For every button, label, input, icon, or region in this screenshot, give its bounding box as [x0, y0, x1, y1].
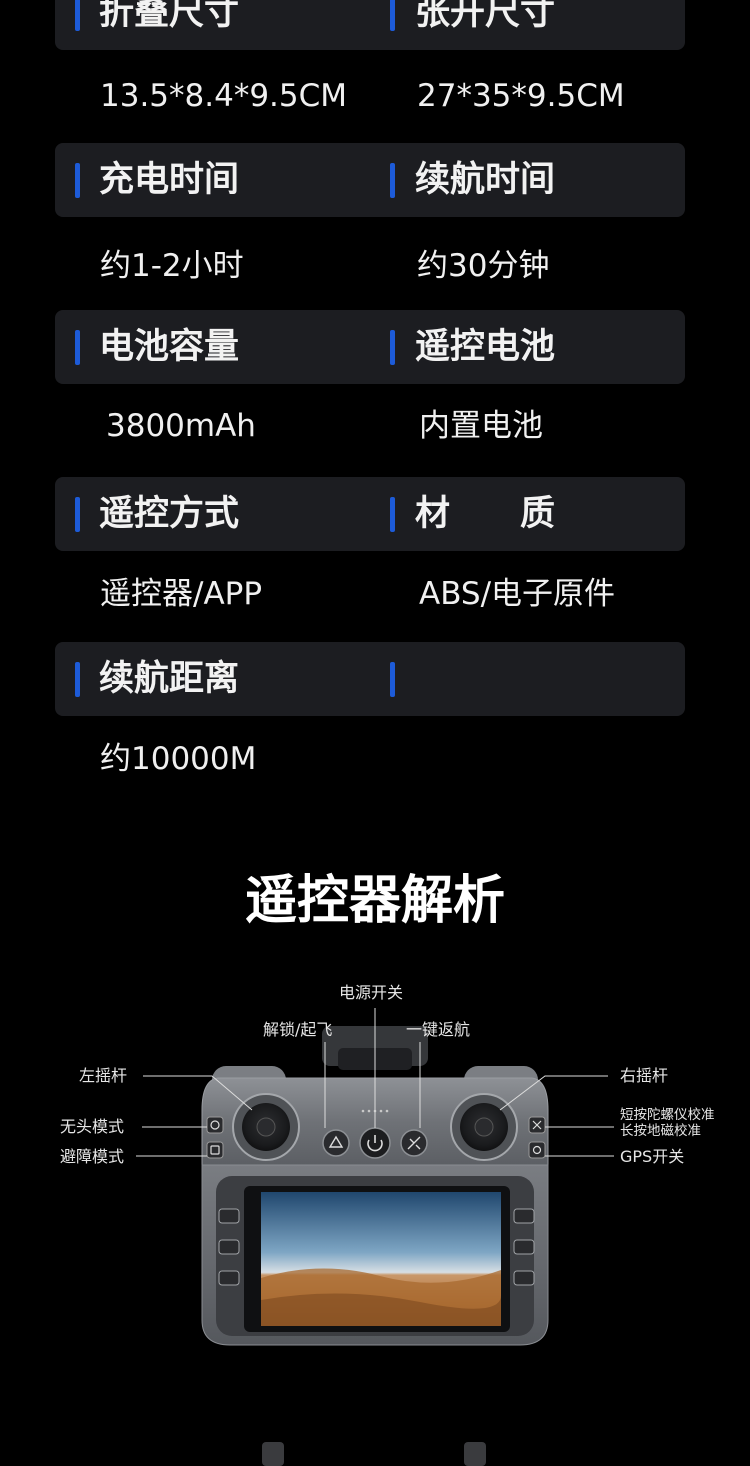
accent-bar: [390, 163, 395, 198]
callout-return-home: 一键返航: [406, 1020, 471, 1039]
spec-label: 遥控方式: [99, 494, 240, 534]
accent-bar: [390, 0, 395, 31]
spec-value: 3800mAh: [106, 408, 256, 444]
spec-value: 内置电池: [419, 408, 543, 444]
spec-label: 张开尺寸: [415, 0, 556, 33]
accent-bar: [390, 497, 395, 532]
spec-header-row-1: 折叠尺寸 张开尺寸: [55, 0, 685, 50]
spec-label: 折叠尺寸: [99, 0, 240, 33]
spec-label: 充电时间: [99, 160, 240, 200]
callout-right-stick: 右摇杆: [620, 1066, 669, 1085]
section-title: 遥控器解析: [244, 871, 505, 931]
headless-mode-button: [206, 1116, 224, 1134]
accent-bar: [75, 0, 80, 31]
spec-label: 材 质: [415, 494, 556, 534]
gps-button: [528, 1141, 546, 1159]
callout-obstacle-avoid: 避障模式: [60, 1147, 125, 1166]
accent-bar: [75, 497, 80, 532]
callout-gyro-calibration-line2: 长按地磁校准: [620, 1123, 701, 1139]
spec-value: 27*35*9.5CM: [417, 78, 625, 114]
screen-side-buttons-left: [218, 1208, 240, 1286]
spec-label: 电池容量: [99, 327, 240, 367]
spec-value: 约1-2小时: [100, 248, 244, 284]
callout-gps-switch: GPS开关: [620, 1147, 685, 1166]
accent-bar: [75, 330, 80, 365]
remote-controller-illustration: [136, 1008, 614, 1466]
spec-header-row-5: 续航距离: [55, 642, 685, 716]
spec-value: 约30分钟: [417, 248, 550, 284]
callout-gyro-calibration-line1: 短按陀螺仪校准: [620, 1107, 715, 1123]
accent-bar: [75, 662, 80, 697]
spec-value: ABS/电子原件: [419, 576, 616, 612]
spec-label: 遥控电池: [415, 327, 556, 367]
unlock-takeoff-button: [322, 1129, 350, 1157]
spec-header-row-3: 电池容量 遥控电池: [55, 310, 685, 384]
accent-bar: [390, 330, 395, 365]
spec-header-row-2: 充电时间 续航时间: [55, 143, 685, 217]
spec-label: 续航时间: [415, 160, 556, 200]
spec-value: 13.5*8.4*9.5CM: [100, 78, 348, 114]
screen-side-buttons-right: [513, 1208, 535, 1286]
spec-value: 遥控器/APP: [100, 576, 263, 612]
bottom-cut-objects: [262, 1442, 486, 1466]
accent-bar: [75, 163, 80, 198]
spec-label: 续航距离: [99, 659, 240, 699]
accent-bar: [390, 662, 395, 697]
callout-left-stick: 左摇杆: [79, 1066, 128, 1085]
obstacle-avoid-button: [206, 1141, 224, 1159]
spec-value: 约10000M: [100, 741, 257, 777]
callout-power: 电源开关: [339, 983, 404, 1002]
callout-headless-mode: 无头模式: [60, 1117, 125, 1136]
callout-unlock-takeoff: 解锁/起飞: [263, 1020, 333, 1039]
spec-header-row-4: 遥控方式 材 质: [55, 477, 685, 551]
battery-indicator-dots: [361, 1109, 389, 1113]
